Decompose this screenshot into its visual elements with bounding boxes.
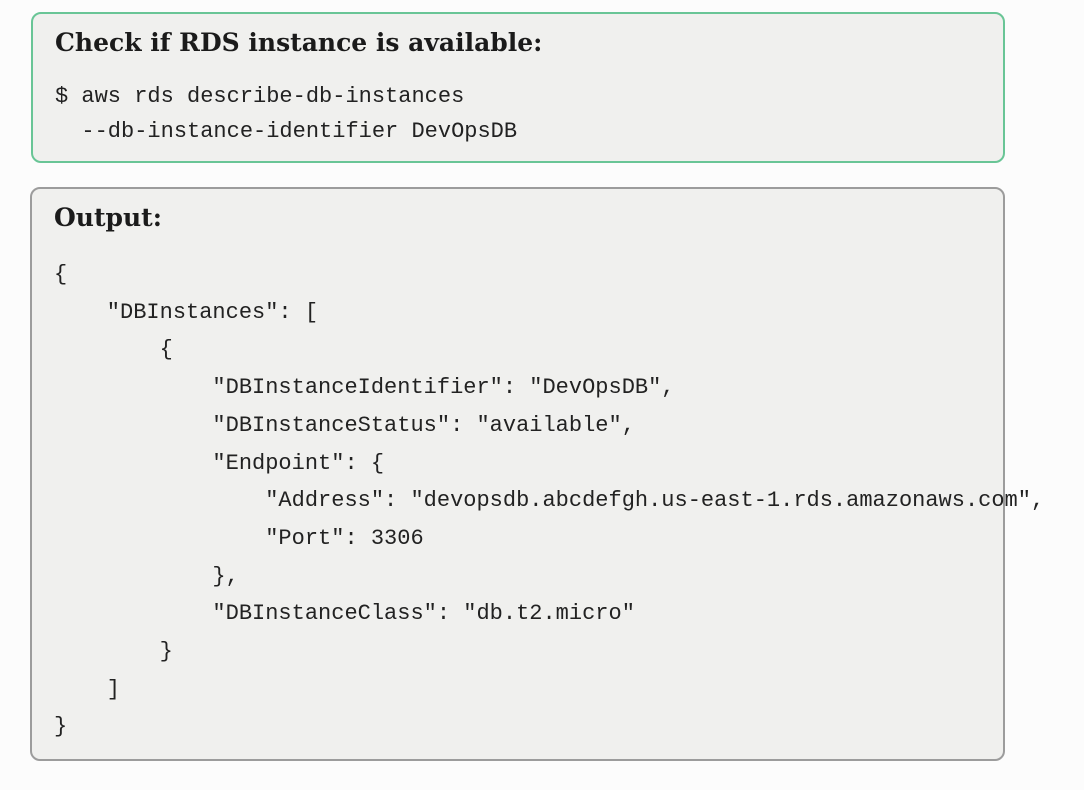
cli-command-text: $ aws rds describe-db-instances --db-ins… bbox=[55, 84, 518, 144]
output-box: Output: { "DBInstances": [ { "DBInstance… bbox=[30, 187, 1045, 761]
command-box-title: Check if RDS instance is available: bbox=[55, 28, 543, 57]
command-callout-box: Check if RDS instance is available: $ aw… bbox=[31, 12, 1005, 163]
output-box-title: Output: bbox=[54, 203, 162, 232]
cli-output-json: { "DBInstances": [ { "DBInstanceIdentifi… bbox=[54, 262, 1045, 740]
